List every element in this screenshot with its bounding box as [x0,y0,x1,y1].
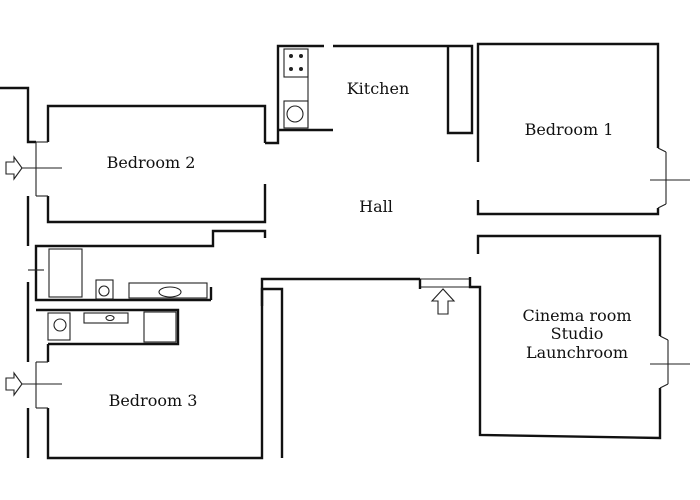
bathroom-fixtures [28,248,208,343]
kitchen-walls [265,44,474,145]
entrance-up-arrow-icon [430,288,456,315]
launchroom-label: Launchroom [526,343,628,362]
right-arrow-icon [5,371,23,397]
bedroom-2-window-marker [5,155,23,181]
bedroom-1-walls [476,42,690,216]
vanity-icon [128,282,208,299]
toilet-icon [47,312,71,341]
exterior-left [0,86,36,458]
right-arrow-icon [5,155,23,181]
bedroom-2-label: Bedroom 2 [107,153,196,172]
kitchen-label: Kitchen [347,79,410,98]
bedroom-3-label: Bedroom 3 [109,391,198,410]
studio-label: Studio [551,324,604,343]
stove-icon [283,48,309,78]
shower-icon [143,311,177,343]
bedroom-2-walls [20,104,267,224]
bathtub-icon [48,248,83,298]
bathroom-walls [34,229,267,346]
sink-icon [283,100,309,129]
bedroom-3-walls [20,277,420,460]
cinema-room-label: Cinema room [522,306,631,325]
cinema-room-walls [468,234,690,440]
kitchen-fixtures [283,48,309,129]
bedroom-1-label: Bedroom 1 [525,120,614,139]
hall-label: Hall [359,197,393,216]
hall-walls [260,278,470,458]
bedroom-3-window-marker [5,371,23,397]
